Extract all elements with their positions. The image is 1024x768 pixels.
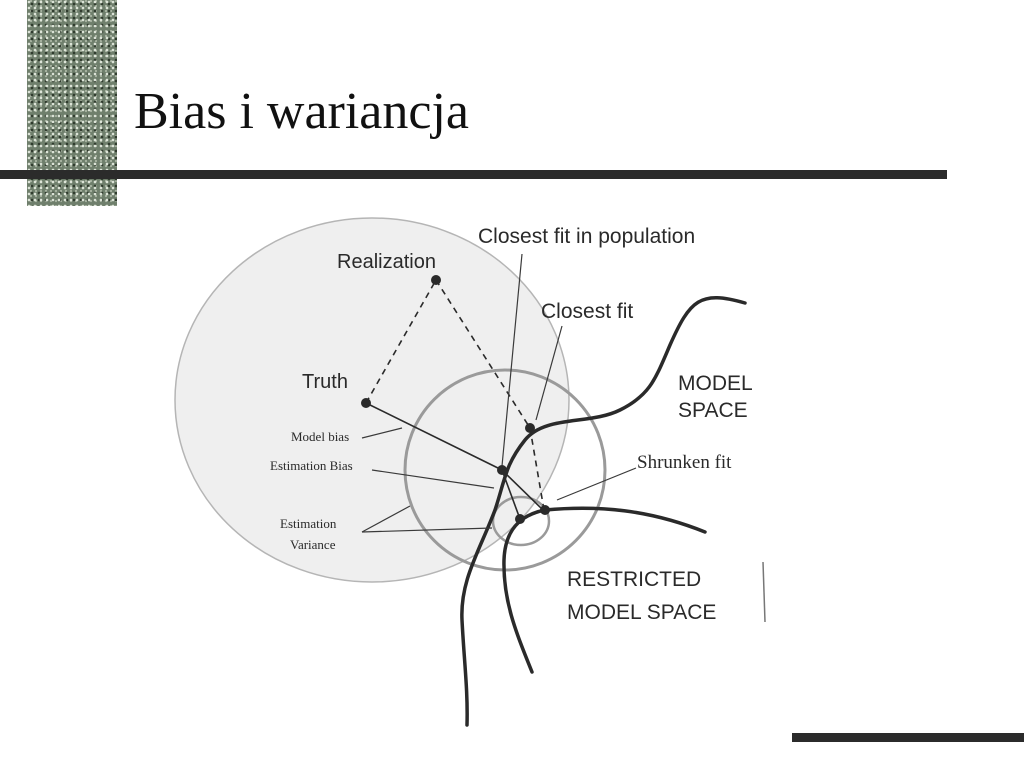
line-population-fit-shrunken bbox=[501, 469, 521, 520]
truth-point bbox=[361, 398, 371, 408]
model-space-curve bbox=[460, 295, 747, 727]
leader-shrunken-fit bbox=[556, 467, 637, 501]
shrunken-variance-circle bbox=[491, 495, 551, 547]
footer-rule bbox=[792, 733, 1024, 742]
realization-circle bbox=[174, 217, 570, 583]
label-model-space-line2: SPACE bbox=[678, 399, 748, 422]
leader-closest-fit-in-population bbox=[501, 253, 523, 467]
label-closest-fit-in-population: Closest fit in population bbox=[478, 225, 695, 248]
label-estimation-variance-line1: Estimation bbox=[280, 516, 337, 531]
closest-fit-in-population-point bbox=[497, 465, 507, 475]
title-underline-rule bbox=[0, 170, 947, 179]
dashed-truth-realization bbox=[365, 279, 437, 404]
shrunken-fit-point-b bbox=[540, 505, 550, 515]
label-closest-fit: Closest fit bbox=[541, 300, 633, 323]
label-realization: Realization bbox=[337, 251, 436, 273]
shrunken-fit-point-a bbox=[515, 514, 525, 524]
label-restricted-line2: MODEL SPACE bbox=[567, 601, 716, 624]
label-shrunken-fit: Shrunken fit bbox=[637, 452, 732, 473]
leader-model-bias bbox=[361, 427, 403, 439]
dashed-realization-closest-fit bbox=[435, 279, 531, 429]
label-truth: Truth bbox=[302, 371, 348, 393]
label-estimation-variance-line2: Variance bbox=[290, 537, 336, 552]
realization-point bbox=[431, 275, 441, 285]
leader-closest-fit bbox=[535, 325, 563, 421]
label-estimation-bias: Estimation Bias bbox=[270, 458, 353, 473]
scan-edge-mark bbox=[762, 561, 766, 623]
line-truth-population-fit bbox=[365, 402, 503, 471]
leader-estimation-variance-a bbox=[361, 505, 411, 533]
line-population-fit-shrunken-b bbox=[501, 469, 544, 511]
closest-fit-point bbox=[525, 423, 535, 433]
slide-title: Bias i wariancja bbox=[134, 83, 469, 140]
label-restricted-line1: RESTRICTED bbox=[567, 568, 701, 591]
label-model-space-line1: MODEL bbox=[678, 372, 753, 395]
label-model-bias: Model bias bbox=[291, 429, 349, 444]
leader-estimation-variance-b bbox=[361, 527, 493, 533]
dashed-closest-fit-shrunken bbox=[529, 427, 545, 511]
leader-estimation-bias bbox=[371, 469, 495, 489]
